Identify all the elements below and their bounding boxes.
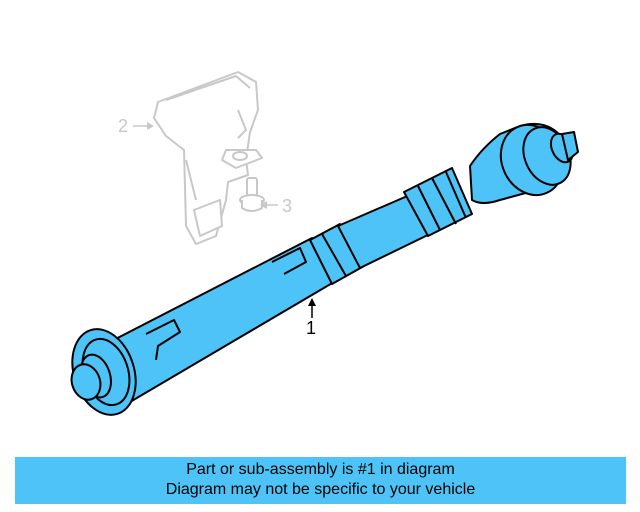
bracket-part: [153, 71, 263, 245]
callout-arrow-1: [308, 298, 316, 318]
callout-arrow-2: [133, 122, 154, 130]
banner-line-disclaimer: Diagram may not be specific to your vehi…: [165, 481, 476, 498]
callout-arrow-3: [260, 201, 278, 209]
banner-line-part: Part or sub-assembly is #1 in diagram: [186, 461, 455, 478]
callout-number-2: 2: [118, 116, 128, 136]
info-banner: Part or sub-assembly is #1 in diagram Di…: [15, 457, 626, 504]
drive-shaft-part: [70, 122, 579, 416]
callout-number-3: 3: [282, 196, 292, 216]
callout-number-1: 1: [306, 318, 316, 338]
bolt-part: [239, 177, 265, 212]
parts-diagram: 2 3: [70, 71, 579, 416]
